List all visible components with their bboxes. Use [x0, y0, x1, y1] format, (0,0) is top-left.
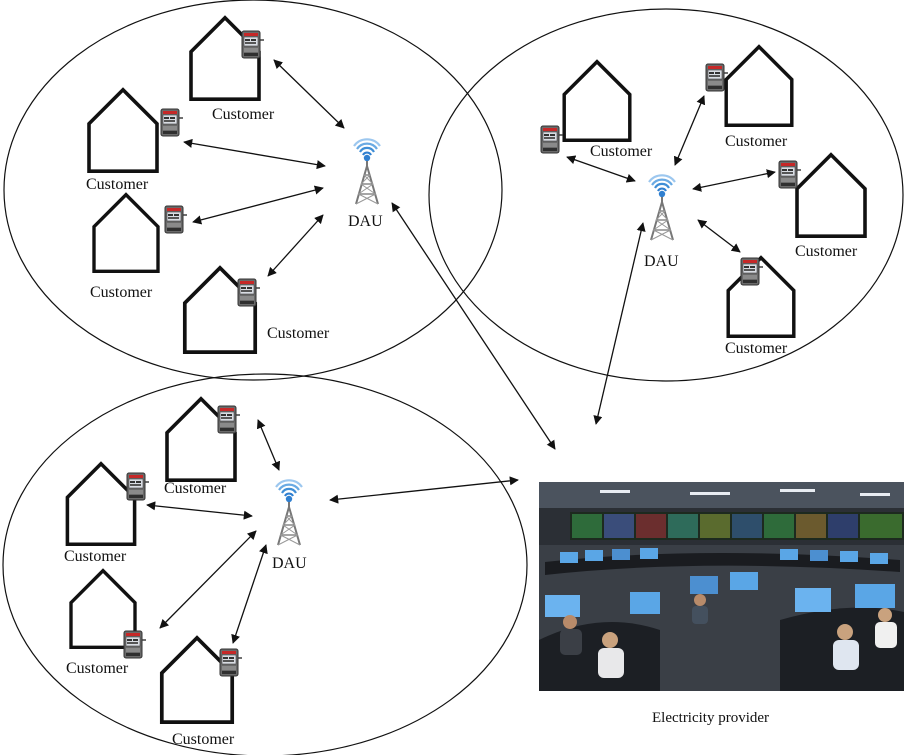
- customer-house: [724, 44, 794, 128]
- link-arrow: [697, 219, 741, 253]
- link-arrow: [273, 59, 345, 129]
- dau-label: DAU: [348, 213, 383, 230]
- control-room-photo: [539, 482, 904, 691]
- customer-label: Customer: [725, 133, 788, 150]
- link-arrow: [159, 530, 257, 629]
- link-arrow: [183, 138, 326, 170]
- link-arrow: [146, 501, 253, 520]
- link-arrow: [391, 202, 556, 450]
- antenna-tower-icon: [647, 174, 677, 242]
- customer-label: Customer: [725, 340, 788, 357]
- customer-label: Customer: [164, 480, 227, 497]
- dau-label: DAU: [644, 253, 679, 270]
- link-arrow: [267, 214, 324, 277]
- customer-house: [87, 87, 159, 174]
- provider-label: Electricity provider: [652, 710, 769, 726]
- customer-label: Customer: [86, 176, 149, 193]
- customer-label: Customer: [212, 106, 275, 123]
- cell-area-bottom-left: [2, 373, 528, 755]
- customer-house: [726, 255, 796, 339]
- smart-meter-icon: [740, 257, 764, 286]
- customer-label: Customer: [267, 325, 330, 342]
- link-arrow: [692, 169, 776, 192]
- customer-label: Customer: [172, 731, 235, 748]
- smart-meter-icon: [540, 125, 564, 154]
- customer-house: [562, 59, 632, 143]
- customer-house: [65, 461, 137, 547]
- customer-label: Customer: [795, 243, 858, 260]
- smart-meter-icon: [160, 108, 184, 137]
- smart-meter-icon: [164, 205, 188, 234]
- link-arrow: [231, 544, 268, 644]
- smart-meter-icon: [217, 405, 241, 434]
- smart-meter-icon: [219, 648, 243, 677]
- dau-label: DAU: [272, 555, 307, 572]
- cell-area-top-right: [428, 8, 904, 382]
- customer-label: Customer: [64, 548, 127, 565]
- link-arrow: [593, 222, 646, 425]
- link-arrow: [673, 95, 706, 166]
- customer-label: Customer: [90, 284, 153, 301]
- smart-meter-icon: [126, 472, 150, 501]
- link-arrow: [192, 185, 324, 225]
- antenna-tower-icon: [274, 479, 304, 547]
- smart-meter-icon: [123, 630, 147, 659]
- antenna-tower-icon: [352, 138, 382, 206]
- link-arrow: [256, 419, 281, 471]
- link-arrow: [329, 476, 519, 504]
- link-arrow: [566, 155, 636, 183]
- cell-area-top-left: [3, 0, 503, 381]
- smart-meter-icon: [778, 160, 802, 189]
- customer-label: Customer: [590, 143, 653, 160]
- customer-label: Customer: [66, 660, 129, 677]
- customer-house: [797, 155, 865, 236]
- customer-house: [92, 192, 160, 274]
